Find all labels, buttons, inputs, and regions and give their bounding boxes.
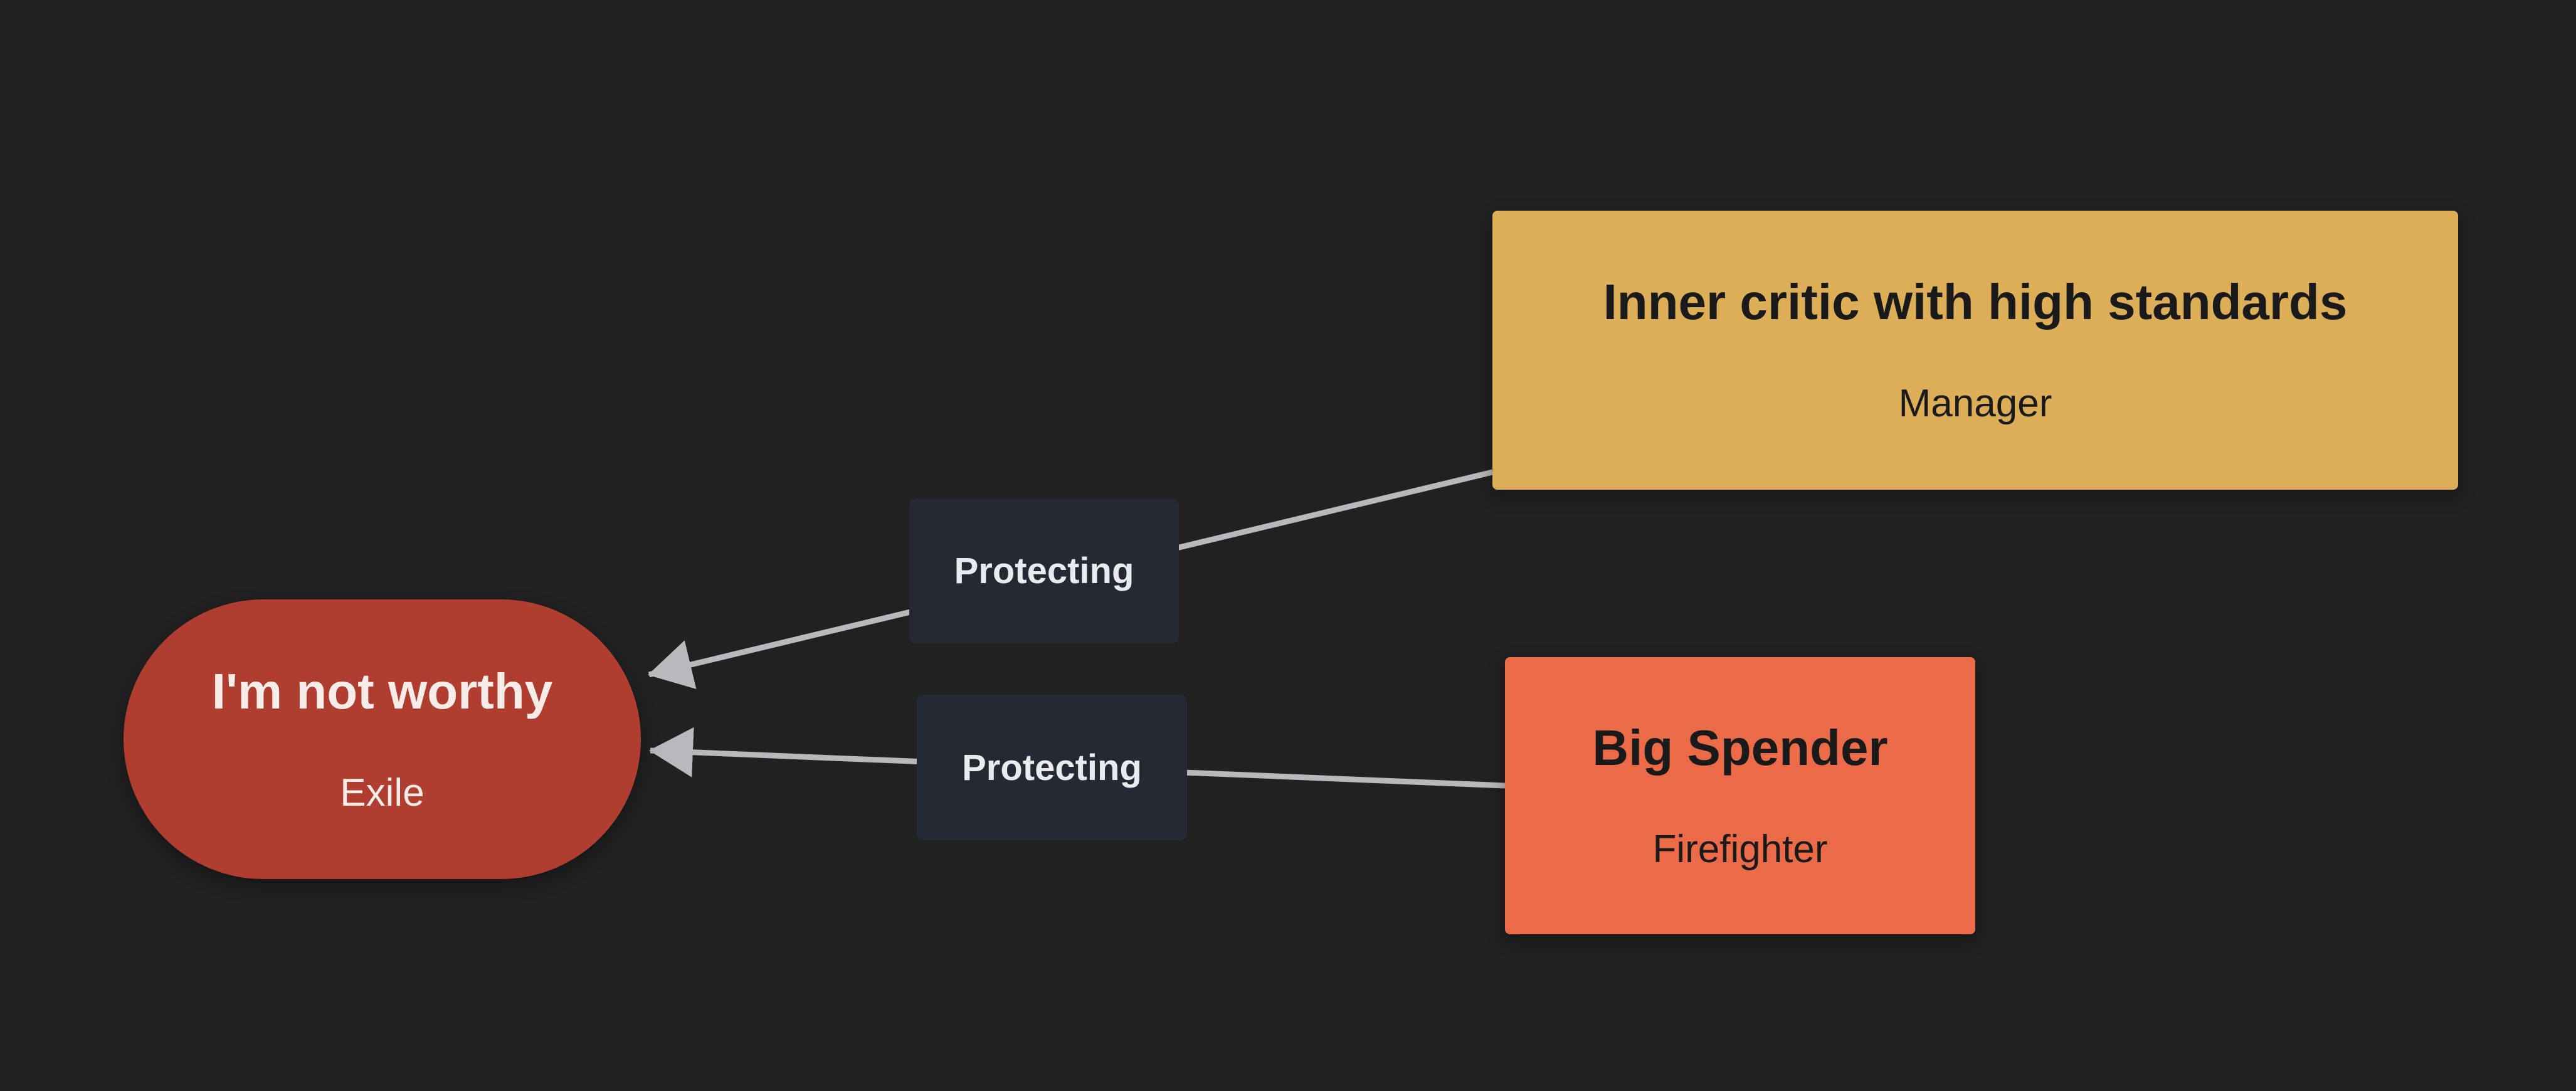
edge-label-text: Protecting <box>962 747 1142 788</box>
node-firefighter-subtitle: Firefighter <box>1652 827 1828 871</box>
edge-label-protecting-manager[interactable]: Protecting <box>909 498 1179 643</box>
node-manager-subtitle: Manager <box>1898 382 2052 426</box>
node-exile-title: I'm not worthy <box>211 663 553 719</box>
node-manager[interactable]: Inner critic with high standards Manager <box>1492 211 2458 490</box>
node-exile[interactable]: I'm not worthy Exile <box>124 599 641 879</box>
node-manager-title: Inner critic with high standards <box>1603 274 2348 330</box>
node-firefighter[interactable]: Big Spender Firefighter <box>1505 657 1975 934</box>
node-firefighter-title: Big Spender <box>1592 719 1888 776</box>
edge-label-text: Protecting <box>954 551 1134 591</box>
edge-label-protecting-firefighter[interactable]: Protecting <box>917 695 1187 840</box>
node-exile-subtitle: Exile <box>340 771 425 814</box>
